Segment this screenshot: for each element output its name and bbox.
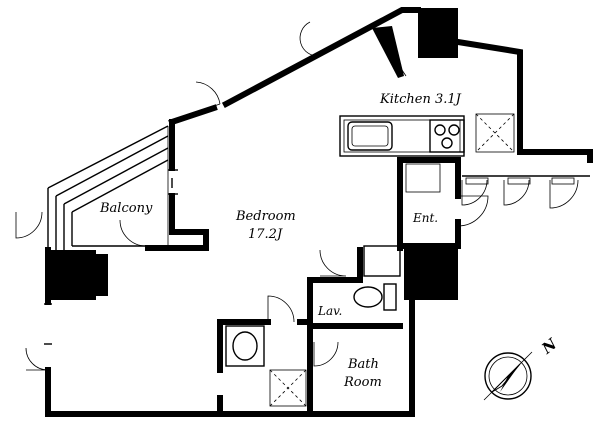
bath-label-line1: Bath xyxy=(347,357,379,372)
entrance-label: Ent. xyxy=(412,211,438,225)
refrigerator-space xyxy=(475,113,515,153)
compass-north-label: N xyxy=(538,334,562,358)
washbasin xyxy=(225,325,265,367)
door-swings xyxy=(15,21,407,371)
kitchen-counter xyxy=(339,115,465,157)
bedroom-size-label: 17.2J xyxy=(248,227,283,242)
structural-columns xyxy=(48,8,458,300)
toilet xyxy=(353,283,397,311)
windows xyxy=(44,169,178,345)
storage-closets xyxy=(461,175,590,209)
washing-machine-space xyxy=(269,369,307,407)
bath-label-line2: Room xyxy=(343,375,382,390)
balcony-railing xyxy=(47,125,169,250)
bedroom-name-label: Bedroom xyxy=(235,209,296,224)
kitchen-label: Kitchen 3.1J xyxy=(379,92,462,107)
entrance-area xyxy=(363,163,489,277)
lavatory-label: Lav. xyxy=(317,304,342,318)
compass-icon xyxy=(483,351,533,401)
balcony-label: Balcony xyxy=(99,201,153,216)
